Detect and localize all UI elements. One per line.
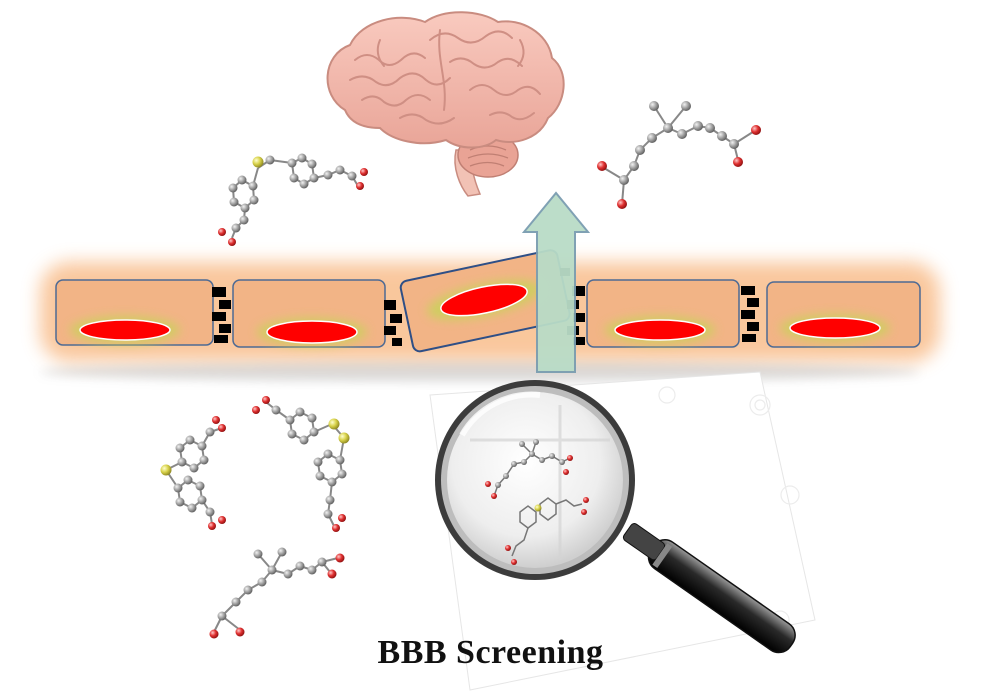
cell-nucleus <box>789 317 881 339</box>
endothelial-cell <box>232 279 386 348</box>
cell-nucleus <box>266 320 358 344</box>
endothelial-cell <box>55 279 214 346</box>
molecule-chain-lower <box>209 547 345 639</box>
tight-junction <box>384 300 402 346</box>
cell-nucleus <box>440 283 528 317</box>
molecule-in-lens <box>505 497 589 565</box>
caption-title: BBB Screening <box>377 634 604 671</box>
molecule-aromatic-upper-left <box>218 153 368 246</box>
endothelial-cell <box>586 279 740 348</box>
molecule-aromatic-lower-middle <box>252 396 350 532</box>
brain-icon <box>326 11 565 197</box>
magnifier-icon <box>435 380 796 654</box>
cell-nucleus <box>614 319 706 341</box>
tight-junction <box>212 287 231 343</box>
transport-arrow-icon <box>521 191 591 373</box>
endothelial-cell <box>766 281 921 348</box>
endothelial-cell-tilted <box>399 249 571 353</box>
tight-junction <box>741 286 759 342</box>
molecule-aromatic-lower-left <box>160 416 226 530</box>
molecule-in-lens <box>485 439 573 499</box>
cell-nucleus <box>79 319 171 341</box>
endothelial-layer <box>40 249 940 382</box>
molecule-chain-upper-right <box>597 101 761 209</box>
